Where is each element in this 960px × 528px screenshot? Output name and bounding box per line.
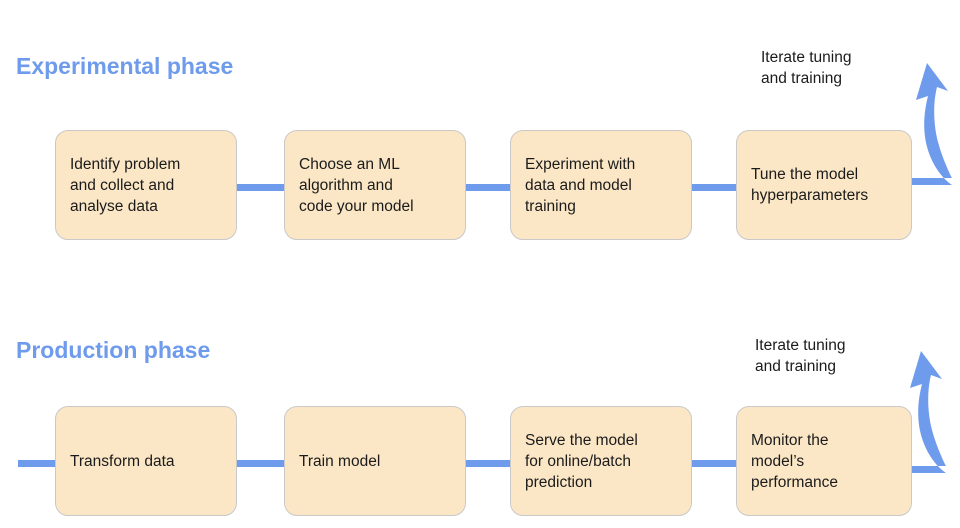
phase-title-production: Production phase (16, 337, 211, 363)
node-identify-problem[interactable]: Identify problem and collect and analyse… (55, 130, 237, 240)
node-tune-hyperparameters[interactable]: Tune the model hyperparameters (736, 130, 912, 240)
node-serve-model[interactable]: Serve the model for online/batch predict… (510, 406, 692, 516)
connector-prod-2-3 (463, 460, 513, 467)
node-choose-algorithm[interactable]: Choose an ML algorithm and code your mod… (284, 130, 466, 240)
node-label: Transform data (70, 452, 175, 470)
node-train-model[interactable]: Train model (284, 406, 466, 516)
phase-title-experimental: Experimental phase (16, 53, 234, 79)
node-label: Experiment with data and model training (525, 155, 636, 215)
connector-prod-inbound (18, 460, 60, 467)
loop-arrow-experimental (912, 63, 952, 185)
node-label: Serve the model for online/batch predict… (525, 431, 638, 491)
connector-exp-3-4 (690, 184, 740, 191)
loop-caption-experimental: Iterate tuning and training (761, 49, 852, 87)
node-label: Choose an ML algorithm and code your mod… (299, 155, 414, 215)
loop-arrow-production (906, 351, 946, 473)
node-label: Tune the model hyperparameters (751, 166, 869, 204)
node-label: Monitor the model’s performance (751, 431, 839, 491)
connector-prod-3-4 (690, 460, 740, 467)
node-transform-data[interactable]: Transform data (55, 406, 237, 516)
node-monitor-performance[interactable]: Monitor the model’s performance (736, 406, 912, 516)
node-label: Identify problem and collect and analyse… (70, 155, 181, 215)
node-experiment-training[interactable]: Experiment with data and model training (510, 130, 692, 240)
connector-exp-1-2 (236, 184, 292, 191)
loop-caption-production: Iterate tuning and training (755, 337, 846, 375)
connector-exp-2-3 (463, 184, 513, 191)
node-label: Train model (299, 452, 381, 470)
connector-prod-1-2 (236, 460, 292, 467)
